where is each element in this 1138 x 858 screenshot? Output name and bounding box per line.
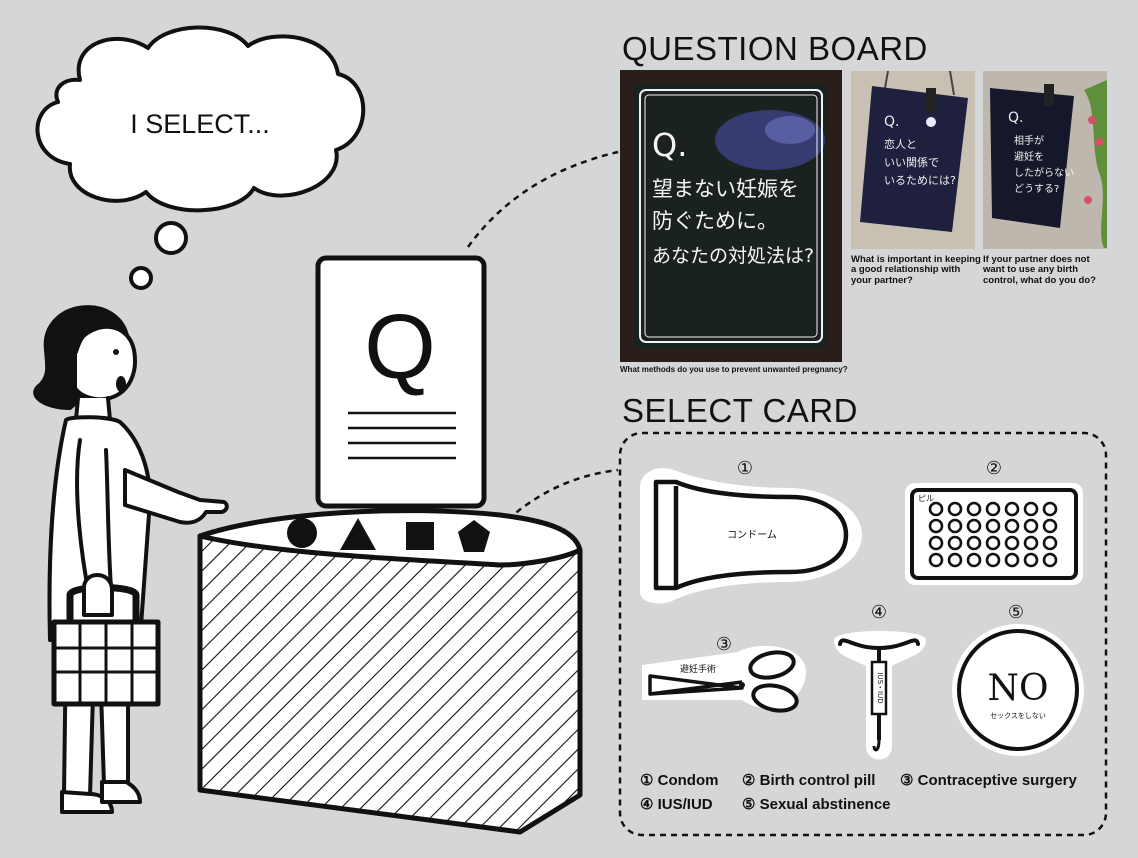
board-1-line-3: あなたの対処法は? <box>652 245 814 267</box>
board-3-line-4: どうする? <box>1014 183 1059 195</box>
select-card-heading: SELECT CARD <box>622 392 858 429</box>
question-board-heading: QUESTION BOARD <box>622 30 928 67</box>
card-5-sublabel: セックスをしない <box>990 712 1046 720</box>
board-photo-3 <box>983 71 1107 249</box>
legend-2-number: ② <box>742 772 756 789</box>
pill-dot <box>947 552 963 568</box>
square-slot-icon <box>406 522 434 550</box>
legend-item-3: ③ Contraceptive surgery <box>900 773 1077 788</box>
legend-5-text: Sexual abstinence <box>759 796 891 813</box>
legend-5-number: ⑤ <box>742 796 756 813</box>
board-2-line-1: 恋人と <box>884 137 917 151</box>
triangle-slot-icon <box>340 518 376 550</box>
pill-dot <box>947 501 963 517</box>
card-pill <box>905 483 1083 585</box>
board-1-line-1: 望まない妊娠を <box>652 177 799 201</box>
legend-3-text: Contraceptive surgery <box>917 772 1077 789</box>
legend-item-1: ① Condom <box>640 773 718 788</box>
card-no <box>952 624 1084 756</box>
pill-dot <box>1023 518 1039 534</box>
card-2-label: ピル <box>918 494 934 503</box>
card-3-number: ③ <box>716 634 732 655</box>
board-3-line-2: 避妊を <box>1014 150 1044 163</box>
board-photo-1 <box>620 70 842 362</box>
pill-dot <box>947 535 963 551</box>
legend-4-text: IUS/IUD <box>657 796 713 813</box>
pentagon-slot-icon <box>458 520 490 552</box>
thought-bubble <box>35 25 366 290</box>
card-surgery <box>642 645 806 713</box>
card-5-label: NO <box>987 668 1048 709</box>
pill-dot <box>1042 535 1058 551</box>
pill-dot <box>1042 552 1058 568</box>
board-3-q: Q. <box>1008 110 1023 126</box>
pill-dot <box>966 518 982 534</box>
pill-dot <box>1004 518 1020 534</box>
board-3-caption: If your partner does not want to use any… <box>983 254 1096 286</box>
board-2-line-3: いるためには? <box>884 174 956 187</box>
card-3-label: 避妊手術 <box>680 663 716 675</box>
question-card-letter: Q <box>364 296 436 398</box>
pill-dot <box>1004 535 1020 551</box>
ballot-box <box>197 508 583 835</box>
card-2-number: ② <box>986 458 1002 479</box>
board-2-line-2: いい関係で <box>884 156 939 169</box>
pill-dot <box>1023 535 1039 551</box>
legend-4-number: ④ <box>640 796 654 813</box>
board-photo-2 <box>851 70 975 249</box>
card-1-number: ① <box>737 458 753 479</box>
legend-3-number: ③ <box>900 772 914 789</box>
card-iud <box>834 631 926 760</box>
pill-dot <box>985 501 1001 517</box>
pill-dot <box>1042 518 1058 534</box>
pill-dot <box>947 518 963 534</box>
pill-dot <box>966 501 982 517</box>
circle-slot-icon <box>287 518 317 548</box>
pill-dot <box>928 535 944 551</box>
pill-dot <box>1023 552 1039 568</box>
question-card <box>315 255 487 509</box>
card-condom <box>640 468 862 604</box>
pill-dot <box>1023 501 1039 517</box>
legend-1-number: ① <box>640 772 654 789</box>
card-4-label: IUS・IUD <box>876 672 884 703</box>
legend-item-2: ② Birth control pill <box>742 773 875 788</box>
legend-1-text: Condom <box>657 772 719 789</box>
board-2-q: Q. <box>884 114 899 130</box>
board-1-q: Q. <box>652 126 687 164</box>
woman-figure <box>33 305 229 814</box>
board-1-line-2: 防ぐために。 <box>652 209 778 233</box>
card-5-number: ⑤ <box>1008 602 1024 623</box>
pill-dot <box>985 518 1001 534</box>
pill-dot <box>928 518 944 534</box>
card-4-number: ④ <box>871 602 887 623</box>
select-card-frame <box>618 431 1108 837</box>
pill-dot <box>966 535 982 551</box>
legend-item-5: ⑤ Sexual abstinence <box>742 797 891 812</box>
pill-dot <box>928 552 944 568</box>
board-3-line-1: 相手が <box>1014 134 1044 147</box>
pill-dot <box>928 501 944 517</box>
card-1-label: コンドーム <box>727 529 777 541</box>
board-1-caption: What methods do you use to prevent unwan… <box>620 365 848 374</box>
pill-dot <box>1004 501 1020 517</box>
thought-text: I SELECT... <box>130 109 270 139</box>
board-2-caption: What is important in keeping a good rela… <box>851 254 981 286</box>
connector-to-board <box>466 150 619 248</box>
pill-dot <box>1042 501 1058 517</box>
board-3-line-3: したがらない <box>1014 166 1074 179</box>
pill-dot <box>1004 552 1020 568</box>
pill-dot <box>985 552 1001 568</box>
legend-2-text: Birth control pill <box>759 772 876 789</box>
legend-item-4: ④ IUS/IUD <box>640 797 713 812</box>
pill-dot <box>985 535 1001 551</box>
pill-dot <box>966 552 982 568</box>
